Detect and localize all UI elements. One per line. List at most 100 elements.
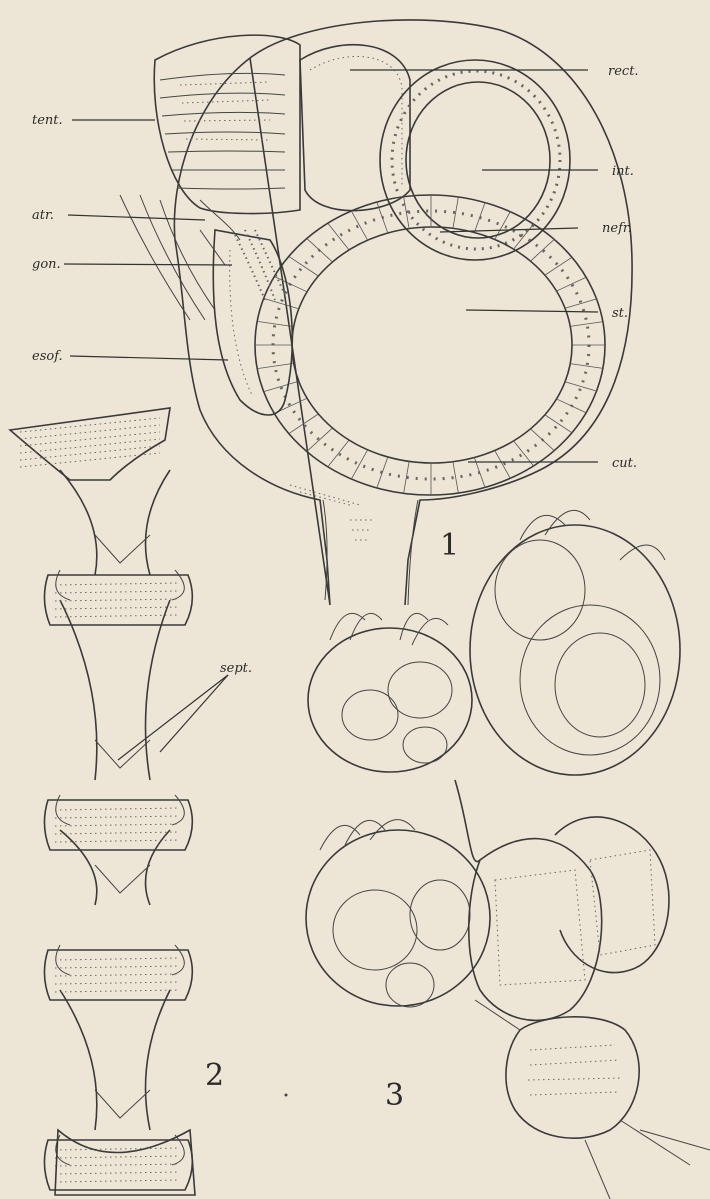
stomach-cell-wall	[544, 257, 572, 276]
zooid-stalk	[323, 500, 418, 605]
tentacle	[140, 195, 205, 320]
stalk-segment-wall	[60, 600, 97, 780]
stalk-annulation	[55, 808, 180, 810]
stomach-cell-walls	[256, 195, 606, 495]
stomach-cell-wall	[289, 414, 317, 433]
stalk-annulation	[55, 982, 180, 984]
intestine-inner	[406, 82, 550, 238]
stalk-annulation	[20, 425, 160, 439]
figure-number-1: 1	[440, 528, 459, 563]
colony-stolon	[455, 780, 602, 1020]
label-sept: sept.	[220, 661, 252, 676]
label-cut: cut.	[612, 456, 637, 471]
stomach-cell-wall	[352, 450, 368, 479]
stalk-annulation	[55, 832, 180, 834]
stalk-segment-wall	[60, 990, 97, 1130]
stalk-annulation	[55, 607, 180, 609]
tentacle	[165, 132, 285, 134]
stalk-segment-wall	[146, 470, 171, 575]
stomach-cell-wall	[328, 224, 349, 250]
figure-2-labels: sept. 2	[118, 661, 252, 1093]
colony-zooid	[306, 820, 490, 1007]
stalk-septum	[95, 865, 150, 893]
stomach-cell-wall	[328, 440, 349, 466]
stomach-cell-wall	[530, 239, 555, 262]
stalk-annulation	[55, 615, 180, 617]
stalk-annulation	[55, 599, 180, 601]
stalk-node	[44, 575, 192, 625]
figure-3-colony: 3	[306, 510, 710, 1199]
stomach-cell-wall	[377, 457, 388, 487]
figure-1-leader-lines	[64, 70, 598, 462]
figure-number-2: 2	[205, 1058, 224, 1093]
tentacle	[178, 188, 285, 189]
stalk-annulation	[20, 453, 160, 467]
stalk-annulation	[55, 1156, 180, 1158]
tentacle-cilia	[180, 82, 270, 140]
stalk-annulation	[55, 1148, 180, 1150]
stalk-node	[44, 1140, 192, 1190]
intestine-nuclei	[392, 71, 560, 249]
stalk-septum	[95, 1090, 150, 1118]
stalk-segment-wall	[146, 990, 171, 1130]
stalk-septum	[95, 740, 150, 768]
stalk-annulation	[55, 958, 180, 960]
stalk-annulation	[20, 446, 160, 460]
stomach-cell-wall	[258, 363, 293, 368]
figure-2-stalk-segments	[10, 408, 195, 1195]
label-atr: atr.	[32, 208, 54, 223]
zooid-body-wall	[174, 20, 632, 605]
stomach-cell-wall	[544, 414, 572, 433]
stalk-annulation	[55, 824, 180, 826]
esophagus-lining	[230, 250, 252, 395]
stalk-segment-wall	[60, 470, 97, 575]
label-tent: tent.	[32, 113, 63, 128]
stalk-annulation	[55, 1164, 180, 1166]
stalk-septum	[95, 535, 150, 563]
tentacle	[160, 200, 215, 310]
stomach-cell-wall	[569, 322, 604, 327]
label-nefr: nefr.	[602, 221, 632, 236]
colony-stolon-dots	[495, 850, 655, 985]
stomach-cell-wall	[556, 399, 587, 414]
stomach-cell-wall	[265, 381, 298, 391]
stalk-top-rim	[10, 408, 170, 480]
stalk-annulation	[55, 966, 180, 968]
stalk-annulation	[55, 974, 180, 976]
stomach-cell-wall	[564, 299, 597, 309]
stomach-cell-wall	[495, 211, 511, 240]
tentacle	[160, 93, 285, 98]
label-gon: gon.	[32, 257, 61, 272]
stalk-node	[44, 950, 192, 1000]
label-rect: rect.	[608, 64, 639, 79]
stomach-cell-wall	[275, 277, 306, 292]
stalk-annulation	[55, 1172, 180, 1174]
gonad	[235, 230, 285, 300]
tentacle	[168, 151, 285, 152]
stomach-cell-wall	[474, 202, 485, 232]
colony-segment-dots	[528, 1045, 622, 1095]
esophagus	[213, 230, 292, 415]
figure-number-3: 3	[385, 1078, 404, 1113]
stomach-inner	[292, 227, 572, 463]
stalk-hatching	[350, 520, 372, 540]
stomach-cell-wall	[495, 450, 511, 479]
stalk-annulation	[55, 591, 180, 593]
stalk-node	[44, 800, 192, 850]
tentacle	[160, 73, 285, 80]
stomach-cell-wall	[530, 428, 555, 451]
stalk-annulation	[55, 1180, 180, 1182]
stalk-annulation	[20, 439, 160, 453]
ink-speck	[285, 1094, 288, 1097]
label-int: int.	[612, 164, 634, 179]
stalk-annulation	[55, 990, 180, 992]
tentacle	[162, 112, 285, 116]
tentacle-sheath	[154, 35, 300, 213]
stalk-segment-wall	[146, 830, 171, 905]
stomach-cell-wall	[352, 211, 368, 240]
label-esof: esof.	[32, 349, 63, 364]
stomach-cell-wall	[307, 239, 332, 262]
stalk-annulation	[55, 583, 180, 585]
stalk-annulation	[55, 816, 180, 818]
